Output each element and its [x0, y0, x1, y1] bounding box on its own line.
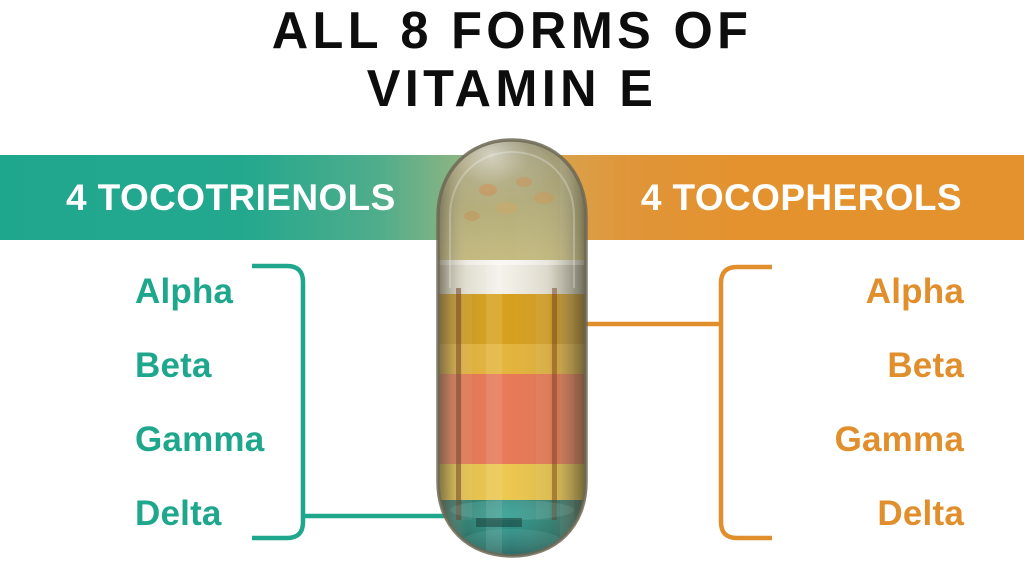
tocopherol-item-delta: Delta: [877, 494, 964, 533]
tocopherol-item-alpha: Alpha: [865, 272, 964, 311]
capsule-outline: [436, 138, 588, 558]
tocotrienol-item-gamma: Gamma: [135, 420, 265, 459]
tocotrienol-list: Alpha Beta Gamma Delta: [60, 266, 435, 562]
tocopherol-list: Alpha Beta Gamma Delta: [664, 266, 1024, 562]
tocopherol-item-gamma: Gamma: [834, 420, 964, 459]
title-line-2: VITAMIN E: [366, 60, 658, 118]
page-title: ALL 8 FORMS OF VITAMIN E: [0, 0, 1024, 118]
banner-tocopherols-label: 4 TOCOPHEROLS: [640, 176, 962, 218]
tocotrienol-item-beta: Beta: [135, 346, 212, 385]
tocopherol-item-beta: Beta: [887, 346, 964, 385]
capsule-illustration: [432, 138, 592, 560]
title-line-1: ALL 8 FORMS OF: [271, 2, 753, 60]
tocotrienol-item-delta: Delta: [135, 494, 222, 533]
tocotrienol-item-alpha: Alpha: [135, 272, 234, 311]
banner-tocotrienols-label: 4 TOCOTRIENOLS: [66, 176, 396, 218]
capsule-contents: [438, 140, 586, 556]
